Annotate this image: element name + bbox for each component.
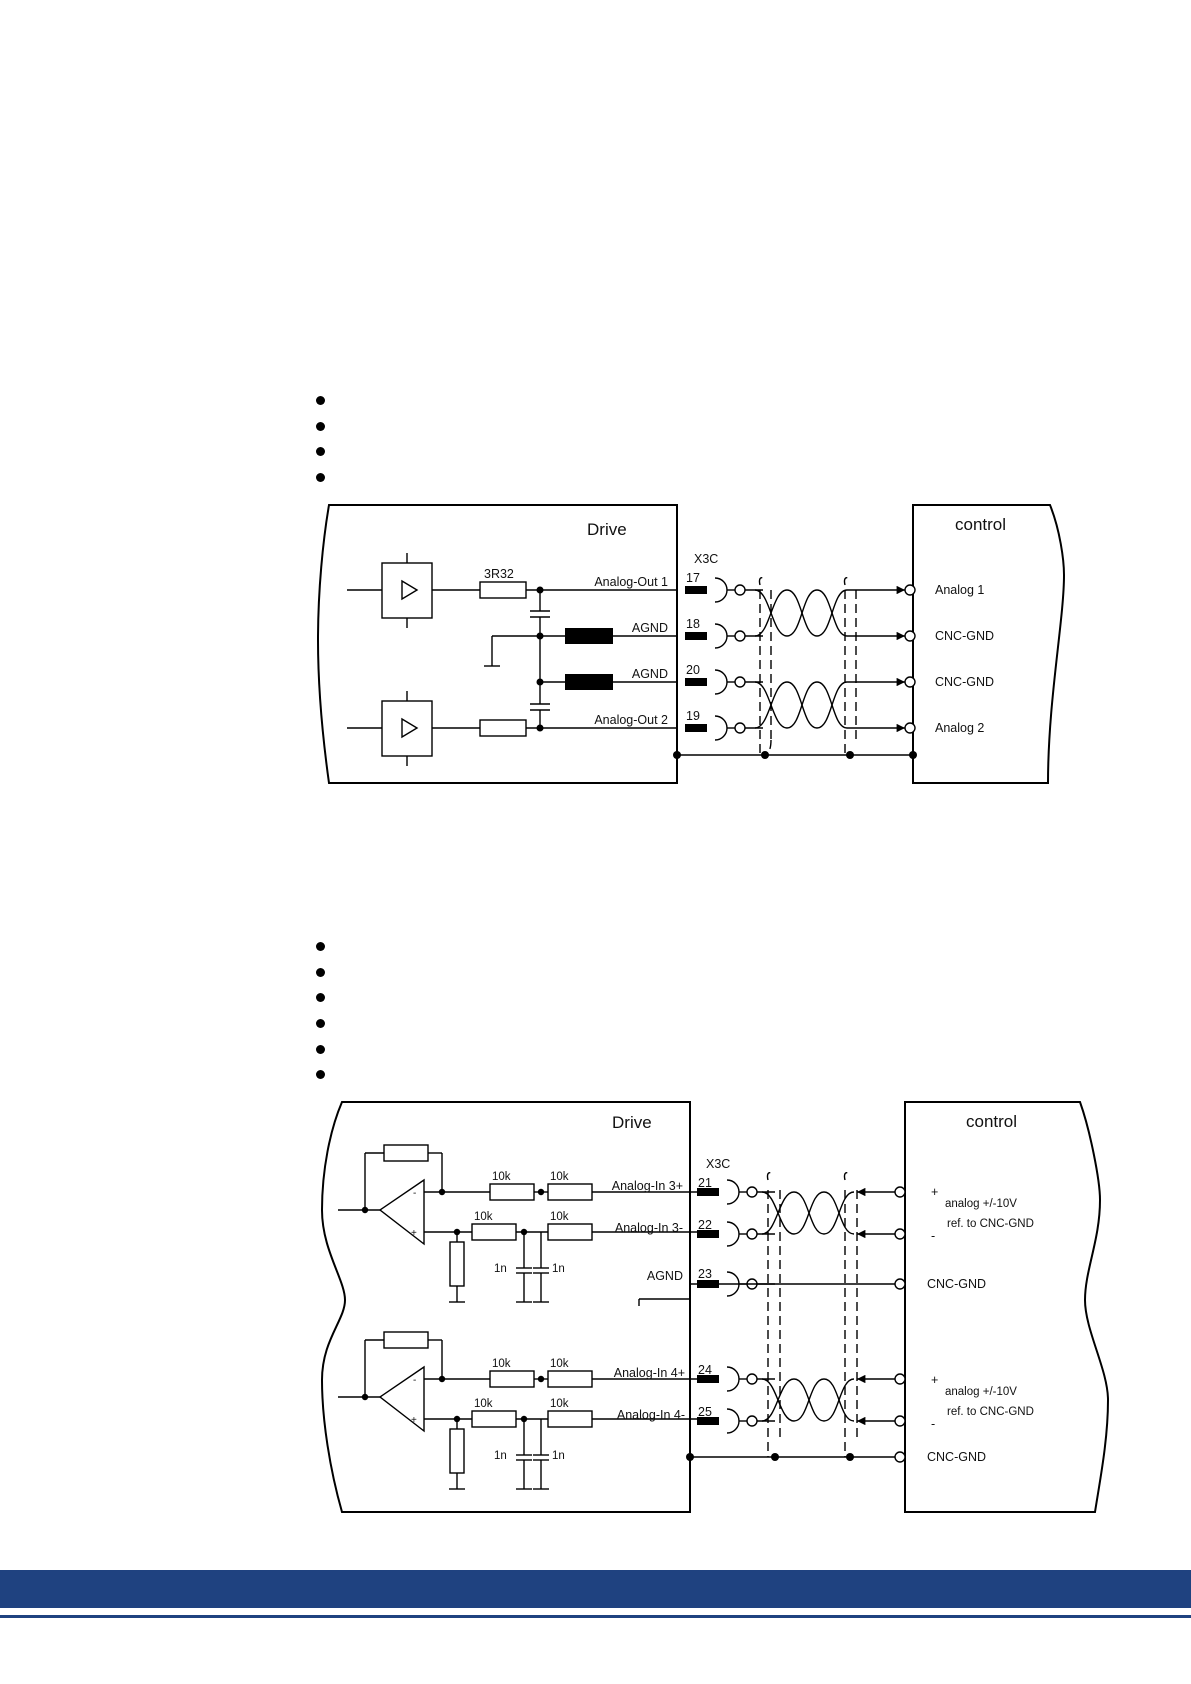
resistor-10k — [547, 1183, 593, 1201]
cnc-gnd-label: CNC-GND — [927, 1277, 986, 1291]
resistor-label: 10k — [550, 1358, 569, 1370]
bullet — [316, 967, 325, 977]
bullet-list-1 — [316, 396, 325, 499]
resistor-label: 10k — [474, 1398, 493, 1410]
drive-signal-label: Analog-Out 2 — [594, 713, 668, 727]
connector-label: X3C — [706, 1157, 730, 1171]
resistor-label: 10k — [550, 1171, 569, 1183]
drive-signal-label: Analog-In 4+ — [614, 1366, 685, 1380]
analog-range-label: analog +/-10V — [945, 1386, 1017, 1398]
ref-label: ref. to CNC-GND — [947, 1406, 1034, 1418]
input-stage-2 — [338, 1331, 697, 1490]
bullet — [316, 396, 325, 405]
drive-signal-label: Analog-In 3- — [615, 1221, 683, 1235]
drive-signal-label: AGND — [632, 667, 668, 681]
connector-pin-21 — [697, 1179, 775, 1205]
connector-pin-24 — [697, 1366, 775, 1392]
footer-rule — [0, 1615, 1191, 1618]
bullet-list-2 — [316, 942, 325, 1096]
control-title: control — [955, 515, 1006, 534]
footer-bar — [0, 1570, 1191, 1608]
resistor-10k — [489, 1370, 535, 1388]
bullet — [316, 1019, 325, 1029]
resistor-10k — [547, 1370, 593, 1388]
pin-24: 24 — [698, 1363, 712, 1377]
plus-sign: + — [931, 1373, 938, 1387]
pin-23: 23 — [698, 1267, 712, 1281]
connector-pin-19 — [685, 715, 763, 741]
ground-resistor — [449, 1241, 465, 1287]
bullet — [316, 421, 325, 431]
svg-text:+: + — [411, 1415, 417, 1426]
resistor-10k — [547, 1410, 593, 1428]
bullet — [316, 447, 325, 457]
analog-range-label: analog +/-10V — [945, 1198, 1017, 1210]
drive-signal-label: AGND — [632, 621, 668, 635]
input-stage-1 — [338, 1144, 697, 1303]
capacitor-label: 1n — [494, 1263, 507, 1275]
resistor-label: 10k — [474, 1211, 493, 1223]
capacitor-label: 1n — [552, 1263, 565, 1275]
connector-pin-22 — [697, 1221, 775, 1247]
pin-17: 17 — [686, 571, 700, 585]
pin-18: 18 — [686, 617, 700, 631]
drive-signal-label: Analog-Out 1 — [594, 575, 668, 589]
ground-resistor — [449, 1428, 465, 1474]
resistor-label: 10k — [492, 1358, 511, 1370]
resistor-10k — [547, 1223, 593, 1241]
control-box — [904, 1101, 1110, 1513]
control-signal-label: Analog 1 — [935, 583, 984, 597]
bullet — [316, 993, 325, 1003]
pin-19: 19 — [686, 709, 700, 723]
control-signal-label: CNC-GND — [935, 675, 994, 689]
control-box — [912, 504, 1066, 784]
capacitor-label: 1n — [494, 1450, 507, 1462]
bullet — [316, 942, 325, 951]
resistor-label: 10k — [550, 1211, 569, 1223]
pin-25: 25 — [698, 1405, 712, 1419]
plus-sign: + — [931, 1185, 938, 1199]
connector-label: X3C — [694, 552, 718, 566]
resistor-label: 10k — [550, 1398, 569, 1410]
ferrite-1 — [565, 628, 613, 644]
control-signal-label: Analog 2 — [935, 721, 984, 735]
resistor-10k — [471, 1223, 517, 1241]
capacitor-label: 1n — [552, 1450, 565, 1462]
bullet — [316, 1070, 325, 1080]
drive-title: Drive — [587, 520, 627, 539]
svg-text:+: + — [411, 1228, 417, 1239]
pin-20: 20 — [686, 663, 700, 677]
resistor-10k — [489, 1183, 535, 1201]
drive-title: Drive — [612, 1113, 652, 1132]
pin-22: 22 — [698, 1218, 712, 1232]
resistor-10k — [471, 1410, 517, 1428]
drive-box — [320, 1101, 691, 1513]
drive-box — [316, 504, 678, 784]
drive-signal-label: Analog-In 3+ — [612, 1179, 683, 1193]
svg-text:-: - — [413, 1375, 416, 1386]
bullet — [316, 1044, 325, 1054]
feedback-resistor — [383, 1331, 429, 1349]
minus-sign: - — [931, 1229, 935, 1243]
drive-signal-label: Analog-In 4- — [617, 1408, 685, 1422]
feedback-resistor — [383, 1144, 429, 1162]
bullet — [316, 473, 325, 483]
resistor-label: 10k — [492, 1171, 511, 1183]
svg-text:-: - — [413, 1188, 416, 1199]
ref-label: ref. to CNC-GND — [947, 1218, 1034, 1230]
minus-sign: - — [931, 1417, 935, 1431]
resistor-label: 3R32 — [484, 567, 514, 581]
control-signal-label: CNC-GND — [935, 629, 994, 643]
connector-pin-25 — [697, 1408, 775, 1434]
ferrite-2 — [565, 674, 613, 690]
cnc-gnd-label: CNC-GND — [927, 1450, 986, 1464]
pin-21: 21 — [698, 1176, 712, 1190]
op-amp — [378, 1178, 425, 1246]
op-amp — [378, 1365, 425, 1433]
drive-signal-label: AGND — [647, 1269, 683, 1283]
control-title: control — [966, 1112, 1017, 1131]
